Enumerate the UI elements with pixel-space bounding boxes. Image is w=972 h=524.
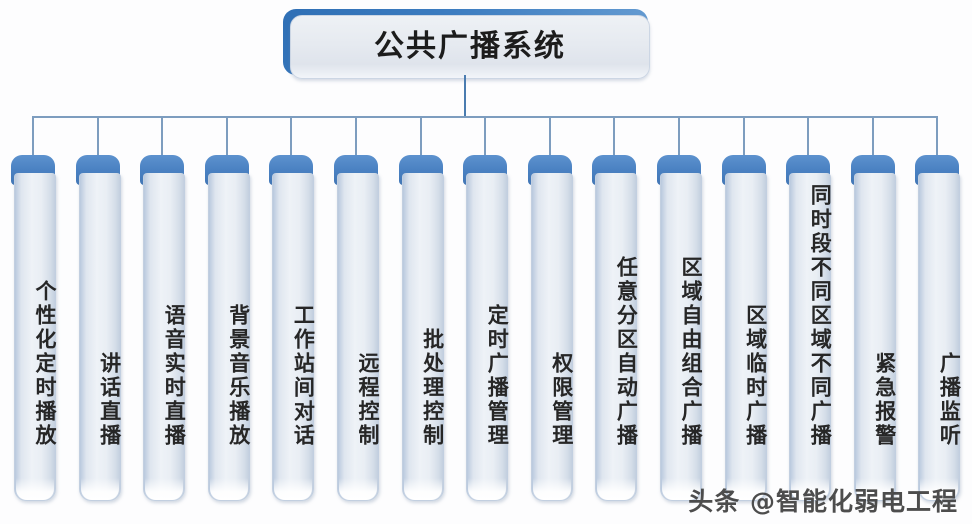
leaf-node-label: 区域自由组合广播 <box>679 256 703 448</box>
connector-leaf-drop <box>419 116 422 159</box>
leaf-node-label: 背景音乐播放 <box>226 304 251 448</box>
connector-leaf-drop <box>484 116 487 159</box>
leaf-node-label: 同时段不同区域不同广播 <box>808 184 833 448</box>
leaf-node-body: 批处理控制 <box>401 173 445 501</box>
connector-leaf-drop <box>678 116 680 159</box>
leaf-node-label: 批处理控制 <box>420 328 445 448</box>
connector-leaf-drop <box>807 116 810 159</box>
leaf-node-body: 任意分区自动广播 <box>595 173 639 501</box>
leaf-node-label: 任意分区自动广播 <box>614 256 639 448</box>
root-node-label: 公共广播系统 <box>374 29 566 64</box>
watermark: 头条 @智能化弱电工程 <box>688 487 958 516</box>
leaf-node-label: 讲话直播 <box>97 352 122 448</box>
connector-leaf-drop <box>32 116 34 159</box>
leaf-node-label: 区域临时广播 <box>743 304 768 448</box>
connector-leaf-drop <box>290 116 293 159</box>
leaf-node-label: 定时广播管理 <box>485 304 510 448</box>
leaf-node-body: 定时广播管理 <box>466 173 510 501</box>
leaf-node-body: 区域自由组合广播 <box>660 173 703 501</box>
leaf-node-body: 远程控制 <box>337 173 380 501</box>
connector-leaf-drop <box>742 116 745 159</box>
leaf-node-body: 讲话直播 <box>78 173 122 501</box>
connector-leaf-drop <box>548 116 551 159</box>
leaf-node-body: 紧急报警 <box>853 173 897 501</box>
leaf-node-body: 广播监听 <box>918 173 962 501</box>
leaf-node-label: 远程控制 <box>356 352 380 448</box>
root-node-face: 公共广播系统 <box>290 15 650 79</box>
connector-leaf-drop <box>96 116 99 159</box>
connector-leaf-drop <box>936 116 939 159</box>
connector-root-drop <box>464 75 466 118</box>
leaf-node-label: 权限管理 <box>549 352 574 448</box>
leaf-node-body: 同时段不同区域不同广播 <box>789 173 833 501</box>
connector-leaf-drop <box>225 116 228 159</box>
connector-leaf-drop <box>871 116 874 159</box>
leaf-node-label: 工作站间对话 <box>291 304 316 448</box>
leaf-node-body: 工作站间对话 <box>272 173 316 501</box>
connector-leaf-drop <box>613 116 616 159</box>
leaf-node-body: 个性化定时播放 <box>14 173 57 501</box>
leaf-node-label: 语音实时直播 <box>162 304 187 448</box>
leaf-node-body: 区域临时广播 <box>724 173 768 501</box>
root-node-public-broadcast-system[interactable]: 公共广播系统 <box>283 9 650 79</box>
leaf-node-label: 个性化定时播放 <box>33 280 57 448</box>
connector-leaf-drop <box>355 116 357 159</box>
leaf-node-body: 背景音乐播放 <box>207 173 251 501</box>
leaf-node-body: 语音实时直播 <box>143 173 187 501</box>
leaf-node-label: 广播监听 <box>937 352 962 448</box>
leaf-node-body: 权限管理 <box>530 173 574 501</box>
connector-leaf-drop <box>161 116 164 159</box>
leaf-node-label: 紧急报警 <box>872 352 897 448</box>
